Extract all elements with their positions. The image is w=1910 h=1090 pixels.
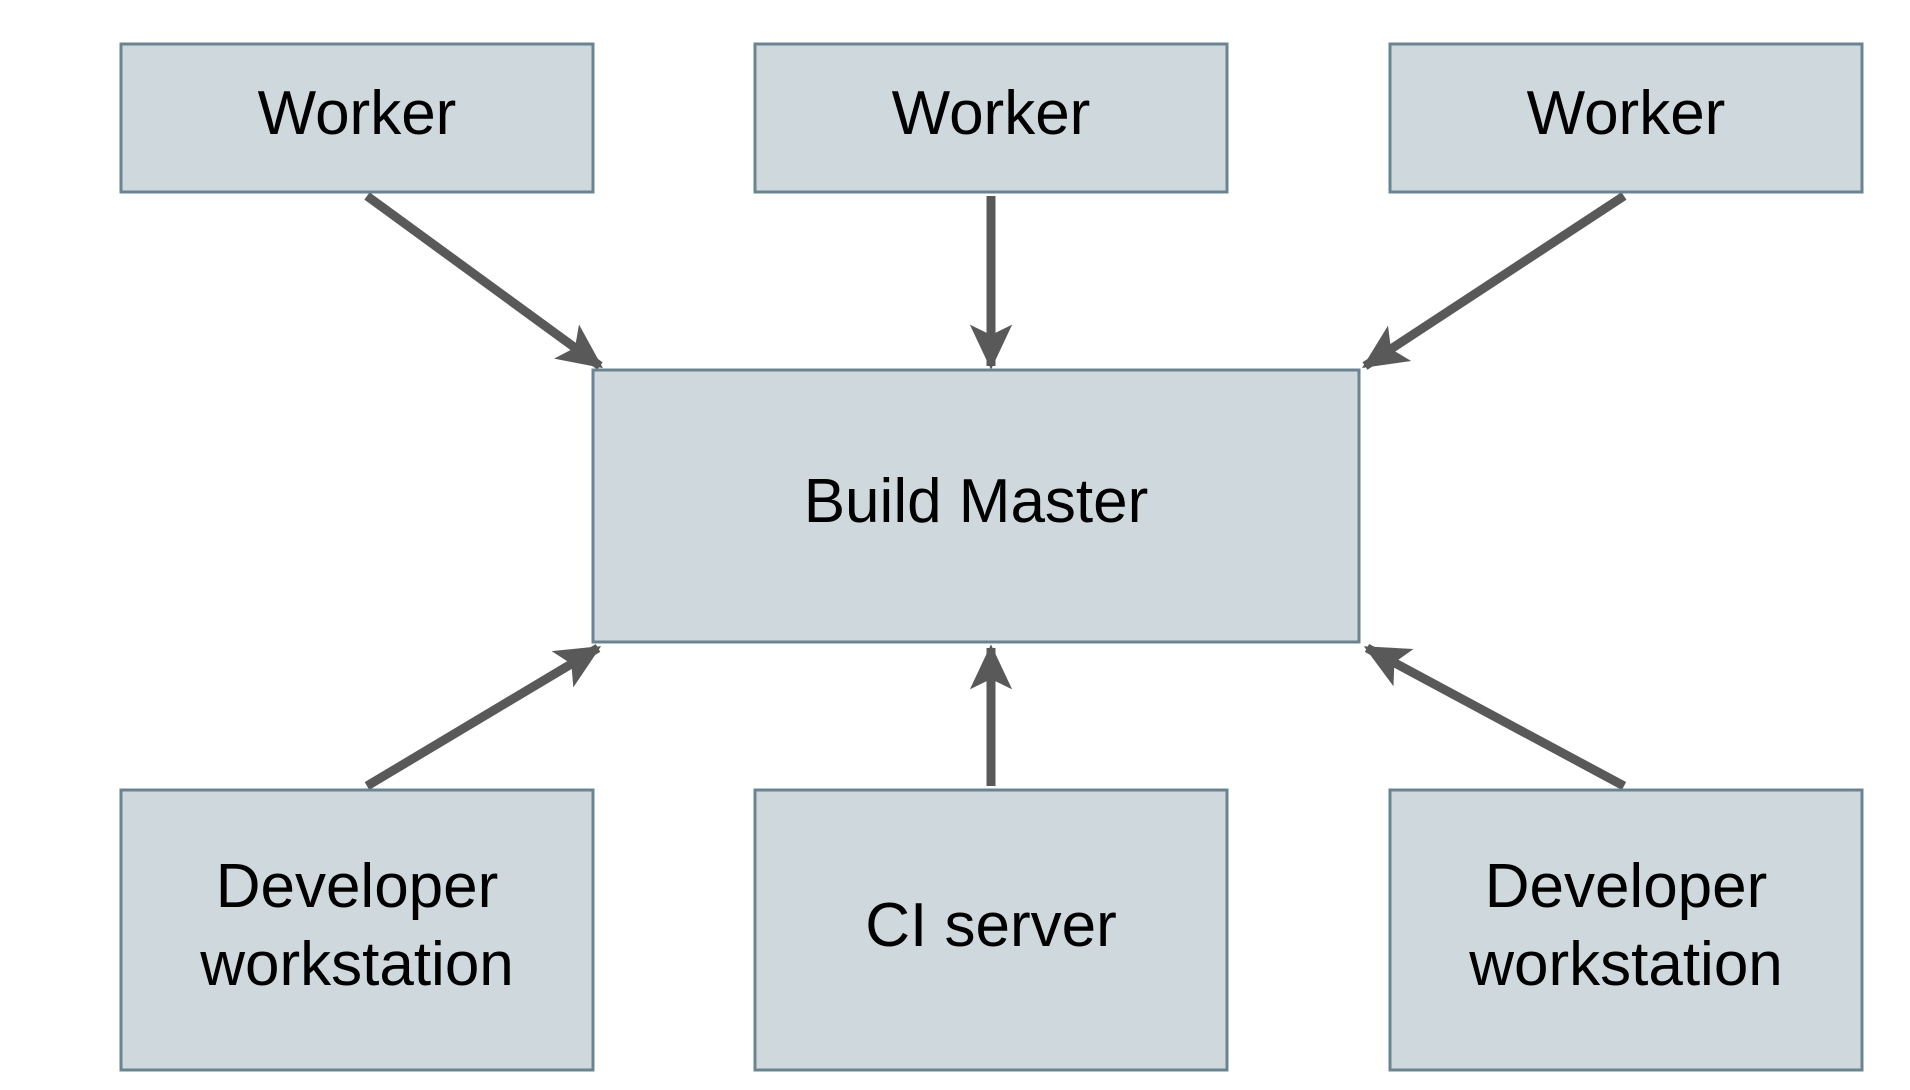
node-worker-2[interactable]: Worker — [753, 42, 1229, 194]
node-label: Developer workstation — [199, 852, 514, 999]
edge-line — [364, 192, 603, 370]
node-box[interactable] — [1388, 42, 1864, 194]
node-build-master[interactable]: Build Master — [591, 368, 1361, 644]
node-label-line: Worker — [258, 79, 457, 148]
node-label: Worker — [892, 79, 1091, 148]
edge-worker-3-to-build-master — [1361, 192, 1627, 370]
edge-line — [364, 644, 602, 790]
node-label: Developer workstation — [1468, 852, 1783, 999]
node-box[interactable] — [119, 42, 595, 194]
edge-dev-ws-right-to-build-master — [1363, 644, 1627, 790]
node-box[interactable] — [591, 368, 1361, 644]
node-label-line: Worker — [1527, 79, 1726, 148]
node-label-line: Developer — [1485, 852, 1768, 921]
edge-line — [1363, 644, 1627, 790]
node-label: Worker — [1527, 79, 1726, 148]
node-dev-ws-left[interactable]: Developer workstation — [119, 788, 595, 1072]
edge-dev-ws-left-to-build-master — [364, 644, 602, 790]
node-box[interactable] — [119, 788, 595, 1072]
node-worker-3[interactable]: Worker — [1388, 42, 1864, 194]
node-dev-ws-right[interactable]: Developer workstation — [1388, 788, 1864, 1072]
node-label-line: CI server — [865, 891, 1116, 960]
edges-layer — [364, 192, 1627, 790]
node-label-line: workstation — [199, 930, 514, 999]
node-box[interactable] — [753, 42, 1229, 194]
node-box[interactable] — [1388, 788, 1864, 1072]
node-label-line: Worker — [892, 79, 1091, 148]
node-label: CI server — [865, 891, 1116, 960]
edge-line — [1361, 192, 1627, 370]
node-label: Build Master — [804, 467, 1149, 536]
node-ci-server[interactable]: CI server — [753, 788, 1229, 1072]
node-box[interactable] — [753, 788, 1229, 1072]
node-label-line: workstation — [1468, 930, 1783, 999]
node-label-line: Developer — [216, 852, 499, 921]
node-worker-1[interactable]: Worker — [119, 42, 595, 194]
node-label-line: Build Master — [804, 467, 1149, 536]
edge-worker-1-to-build-master — [364, 192, 603, 370]
node-label: Worker — [258, 79, 457, 148]
